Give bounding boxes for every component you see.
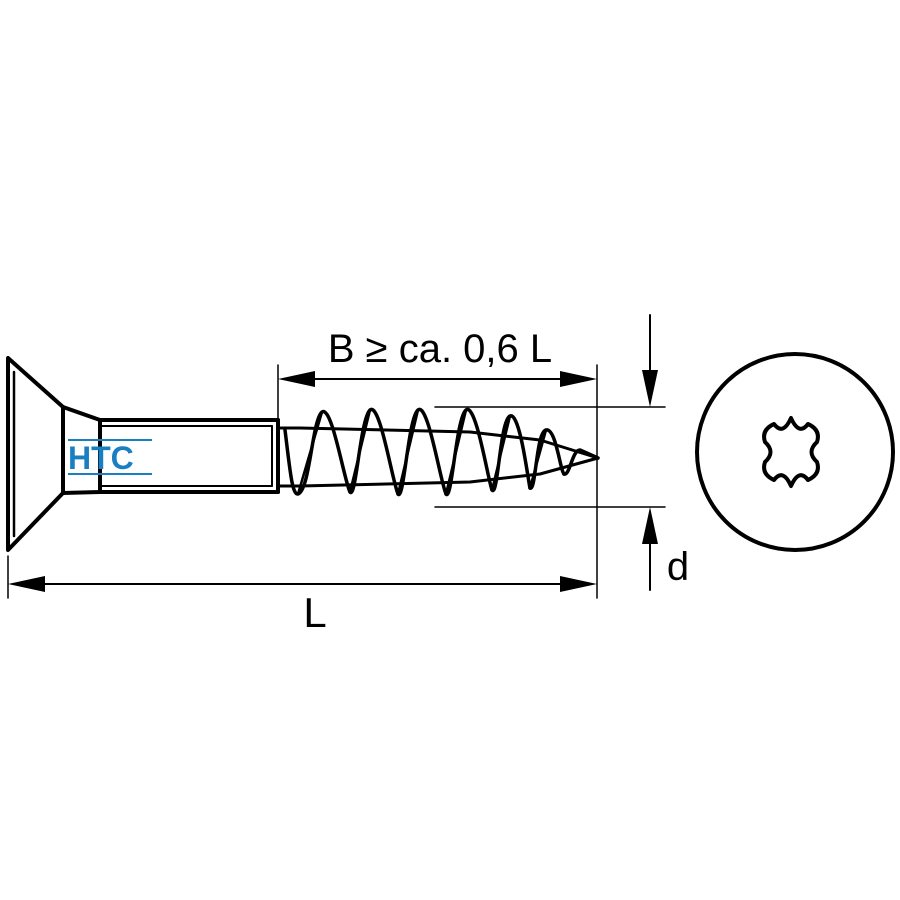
arrow-up-icon <box>642 507 658 544</box>
thread-length-label: B ≥ ca. 0,6 L <box>328 327 552 371</box>
thread-length-dimension: B ≥ ca. 0,6 L <box>277 327 598 599</box>
screw-head <box>6 356 102 552</box>
arrow-right-icon <box>560 576 597 592</box>
logo-text: HTC <box>68 440 134 476</box>
length-label: L <box>303 589 326 636</box>
screw-thread <box>276 408 600 496</box>
arrow-left-icon <box>8 576 45 592</box>
total-length-dimension: L <box>7 555 597 636</box>
arrow-right-icon <box>560 371 597 387</box>
arrow-down-icon <box>642 370 658 407</box>
torx-star-icon <box>762 416 820 488</box>
diameter-label: d <box>667 545 689 589</box>
diameter-dimension: d <box>434 314 689 591</box>
htc-logo: HTC <box>68 439 152 476</box>
screw-side-view: HTC <box>6 356 600 552</box>
screw-shank <box>98 418 280 494</box>
head-outline <box>695 352 895 552</box>
screw-head-top-view <box>695 352 895 552</box>
arrow-left-icon <box>278 371 315 387</box>
